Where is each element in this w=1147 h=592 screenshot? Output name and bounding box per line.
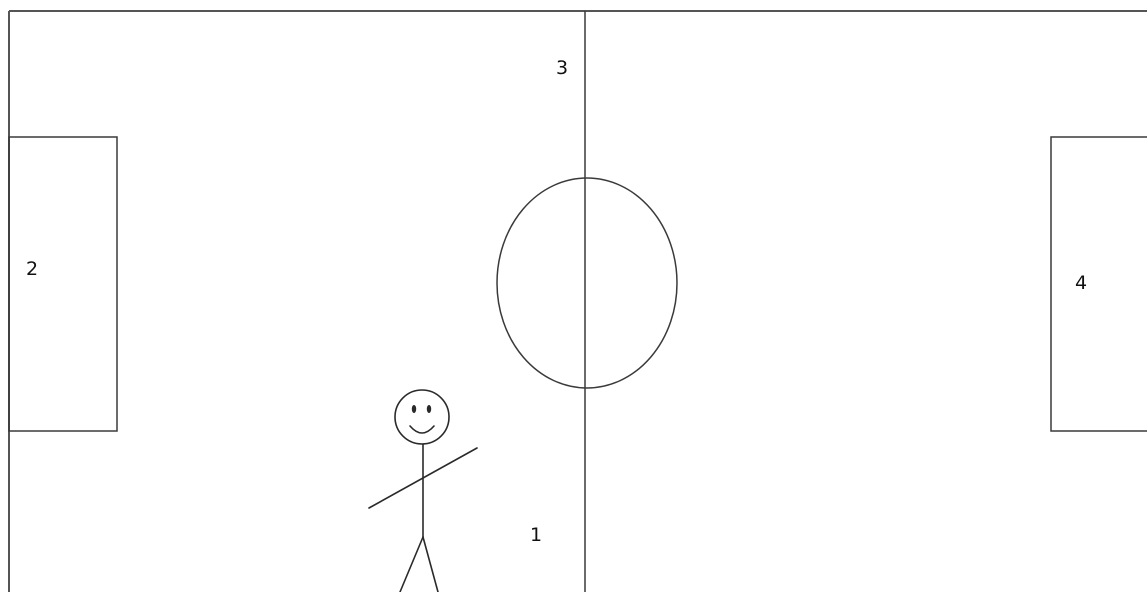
label-1: 1 xyxy=(530,524,542,546)
label-3: 3 xyxy=(556,57,568,79)
figure-head xyxy=(395,390,449,444)
figure-left-leg xyxy=(400,537,423,592)
center-circle xyxy=(497,178,677,388)
stick-figure-icon xyxy=(369,390,477,592)
figure-left-eye xyxy=(412,405,416,413)
figure-right-leg xyxy=(423,537,438,592)
figure-right-eye xyxy=(427,405,431,413)
right-penalty-box xyxy=(1051,137,1147,431)
figure-smile xyxy=(410,426,434,433)
label-2: 2 xyxy=(26,258,38,280)
left-penalty-box xyxy=(9,137,117,431)
label-4: 4 xyxy=(1075,272,1087,294)
